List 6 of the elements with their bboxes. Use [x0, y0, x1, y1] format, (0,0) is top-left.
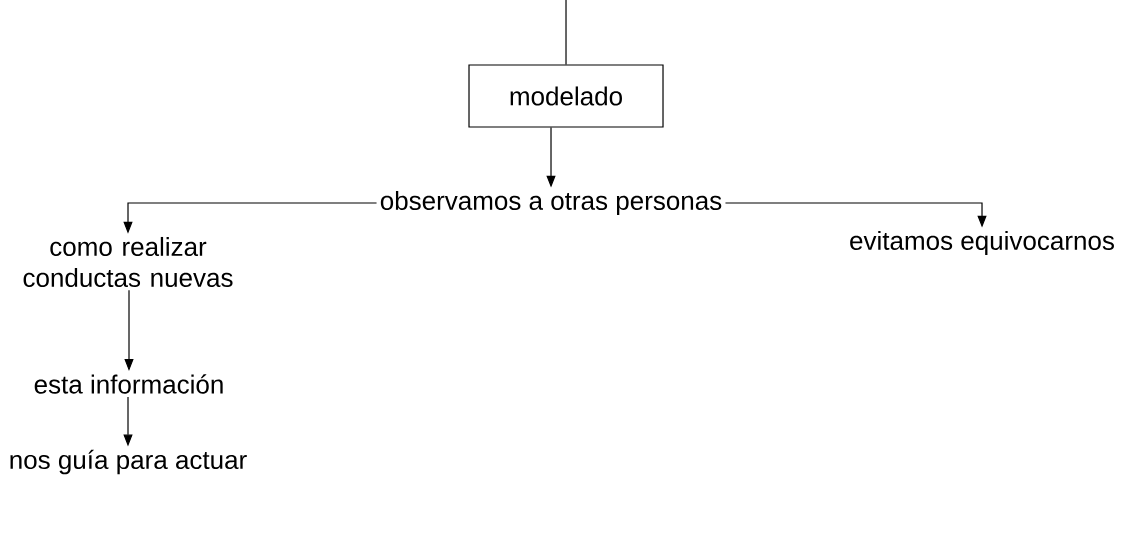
- node-text: como realizar conductas nuevas: [23, 236, 233, 288]
- node-text: observamos a otras personas: [380, 190, 722, 216]
- node-text: esta información: [34, 374, 223, 394]
- node-text: nos guía para actuar: [10, 449, 247, 475]
- process-box: modelado: [468, 64, 664, 128]
- node-text: evitamos equivocarnos: [850, 230, 1114, 256]
